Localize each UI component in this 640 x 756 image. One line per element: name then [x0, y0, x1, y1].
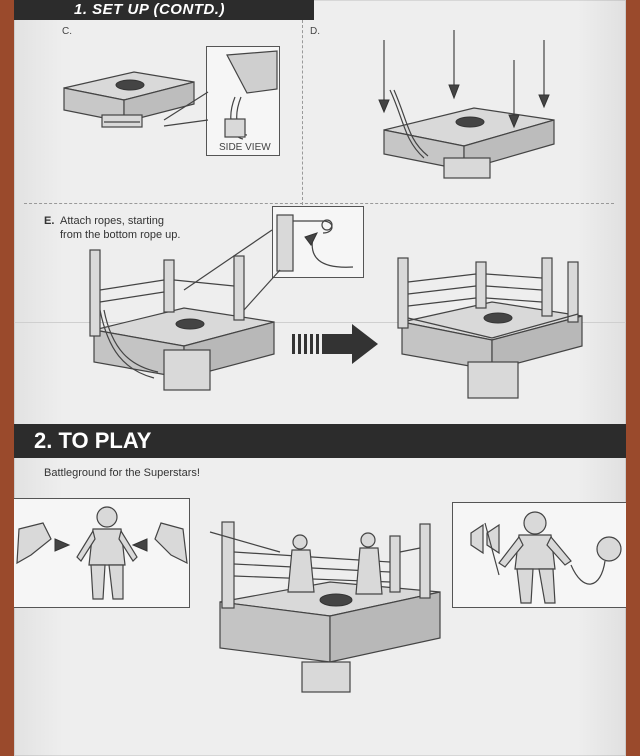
section1-heading: 1. SET UP (CONTD.): [14, 0, 314, 20]
rope-hook-inset: [272, 206, 364, 278]
step-e-label: E.: [44, 215, 55, 227]
step-e-ring-before: [89, 249, 275, 391]
side-view-inset: [206, 46, 280, 156]
step-c-zoom-lines: [163, 91, 209, 127]
divider-vertical: [302, 20, 303, 205]
step-d-ring-illustration: [378, 30, 555, 179]
section2-heading: 2. TO PLAY: [14, 424, 626, 458]
section2-caption: Battleground for the Superstars!: [44, 467, 200, 479]
paper-fold: [14, 322, 626, 323]
step-c-ring-illustration: [63, 71, 195, 128]
step-e-text-line1: Attach ropes, starting: [60, 215, 164, 227]
step-arrow: [292, 324, 378, 364]
step-c-label: C.: [62, 26, 72, 37]
side-view-label: SIDE VIEW: [219, 142, 271, 153]
divider-horizontal: [24, 203, 614, 204]
instruction-sheet: 1. SET UP (CONTD.) C. SIDE VIEW D.: [14, 0, 626, 756]
step-d-label: D.: [310, 26, 320, 37]
wrestler-left-inset: [14, 498, 190, 608]
step-e-zoom-lines: [183, 229, 281, 311]
step-e-ring-after: [397, 257, 583, 399]
step-e-text-line2: from the bottom rope up.: [60, 229, 181, 241]
wrestler-right-inset: [452, 502, 626, 608]
battle-ring-illustration: [209, 521, 441, 693]
